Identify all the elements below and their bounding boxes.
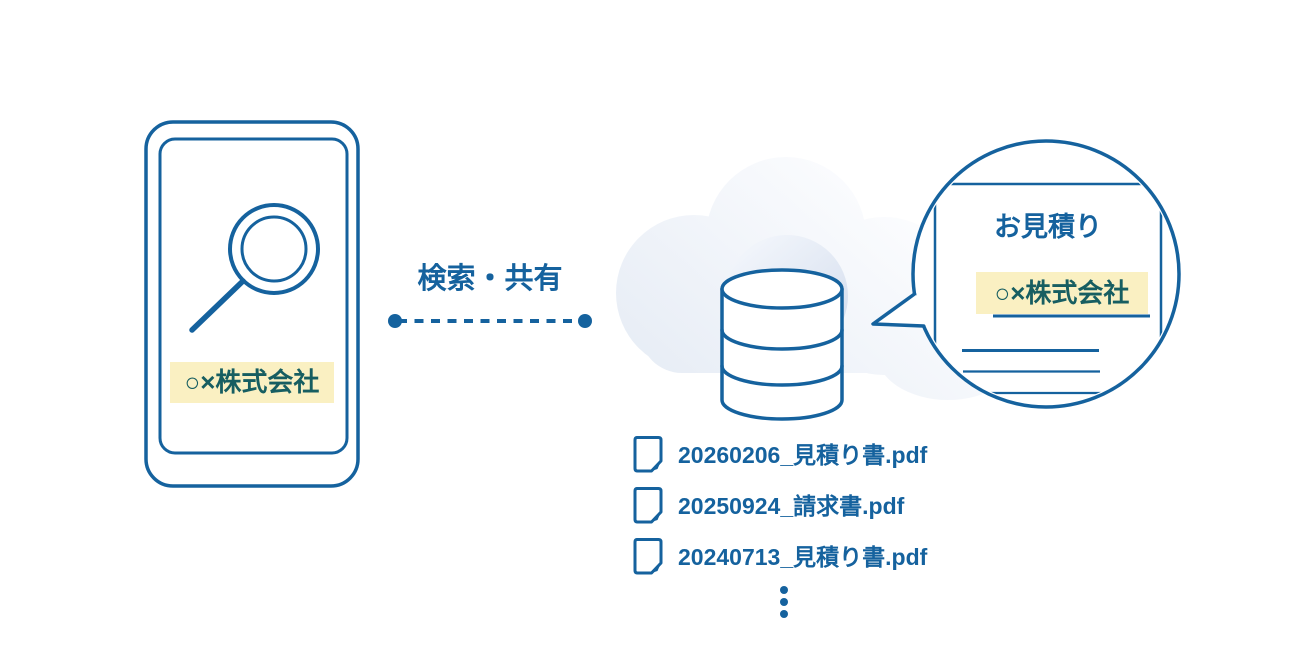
document-text-lines (962, 349, 1100, 373)
phone-company-highlight: ○×株式会社 (170, 362, 334, 403)
file-list-item: 20240713_見積り書.pdf (678, 544, 928, 570)
bubble-tail (873, 294, 938, 326)
file-list-item: 20250924_請求書.pdf (678, 493, 905, 519)
smartphone-icon (144, 120, 360, 488)
file-icon (633, 538, 663, 575)
connection-label: 検索・共有 (417, 263, 563, 295)
file-icon (633, 487, 663, 524)
bubble-title: お見積り (994, 212, 1102, 242)
connection-line (388, 314, 592, 328)
file-list-item: 20260206_見積り書.pdf (678, 442, 928, 468)
database-icon (720, 268, 844, 421)
file-icon (633, 436, 663, 473)
ellipsis-dots (780, 586, 788, 618)
bubble-company-highlight: ○×株式会社 (976, 272, 1148, 314)
magnifier-icon (189, 203, 320, 333)
